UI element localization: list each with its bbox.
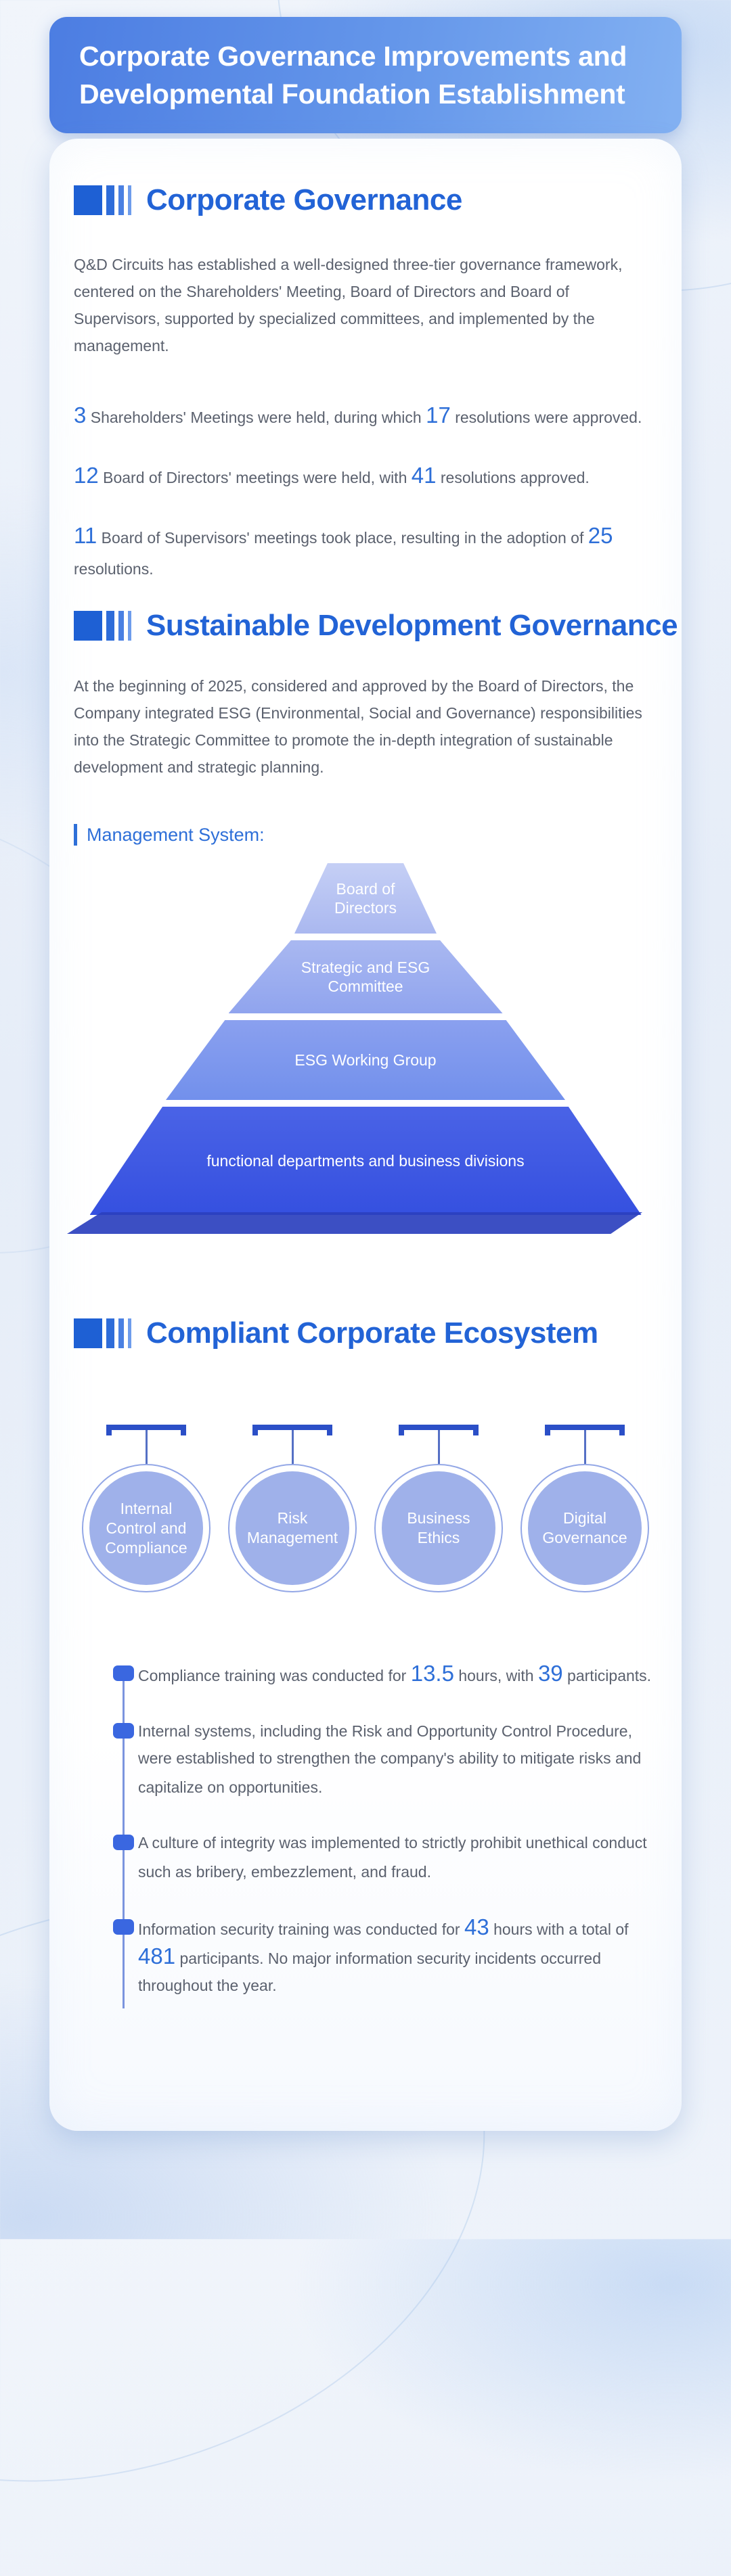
circle-ring: Digital Governance [520,1464,649,1592]
timeline-number: 481 [138,1944,176,1969]
hanger-line [145,1430,148,1464]
pyramid-tier-strategic-esg-committee: Strategic and ESG Committee [228,940,503,1013]
circle-digital-governance: Digital Governance [520,1425,649,1592]
timeline-marker [113,1723,134,1739]
stat-number: 17 [426,402,451,428]
timeline-item-culture-of-integrity: A culture of integrity was implemented t… [74,1829,657,1885]
circle-business-ethics: Business Ethics [374,1425,503,1592]
circle-ring: Internal Control and Compliance [82,1464,211,1592]
stat-number: 25 [588,523,613,548]
compliance-timeline: Compliance training was conducted for 13… [74,1660,657,2008]
content-card: Corporate Governance Q&D Circuits has es… [49,139,682,2131]
section-title: Sustainable Development Governance [146,609,678,642]
hanger-line [583,1430,586,1464]
timeline-item-internal-systems: Internal systems, including the Risk and… [74,1718,657,1801]
sustainable-intro-paragraph: At the beginning of 2025, considered and… [74,677,642,776]
stat-number: 11 [74,523,97,548]
stat-number: 12 [74,463,99,488]
governance-intro-paragraph: Q&D Circuits has established a well-desi… [74,256,623,354]
timeline-item-compliance-training: Compliance training was conducted for 13… [74,1660,657,1689]
hanger-bar [399,1425,479,1435]
section-title: Compliant Corporate Ecosystem [146,1316,598,1350]
board-of-directors-stat: 12 Board of Directors' meetings were hel… [74,460,657,493]
circle-label: Business Ethics [382,1471,495,1585]
pyramid-tier-board-of-directors: Board of Directors [294,863,437,934]
board-of-supervisors-stat: 11 Board of Supervisors' meetings took p… [74,520,657,584]
section-heading-sustainable-development: Sustainable Development Governance [74,609,678,643]
pyramid-tier-functional-departments: functional departments and business divi… [89,1107,642,1215]
shareholders-meetings-stat: 3 Shareholders' Meetings were held, duri… [74,400,657,433]
circle-label: Internal Control and Compliance [89,1471,203,1585]
section-heading-compliant-ecosystem: Compliant Corporate Ecosystem [74,1316,657,1350]
ecosystem-circles-row: Internal Control and Compliance Risk Man… [74,1425,657,1592]
stat-text: Shareholders' Meetings were held, during… [86,409,426,426]
timeline-marker [113,1665,134,1681]
timeline-number: 43 [464,1914,489,1939]
esg-governance-pyramid: Board of Directors Strategic and ESG Com… [67,863,657,1234]
hanger-bar [106,1425,186,1435]
stat-text: resolutions approved. [436,469,590,486]
page-header-banner: Corporate Governance Improvements and De… [49,17,682,133]
heading-bars-icon [74,185,131,215]
stat-text: Board of Directors' meetings were held, … [98,469,412,486]
timeline-number: 13.5 [410,1661,454,1686]
circle-risk-management: Risk Management [228,1425,357,1592]
label-accent-bar [74,824,77,846]
stat-number: 3 [74,402,87,428]
timeline-item-information-security: Information security training was conduc… [74,1914,657,1999]
section-heading-corporate-governance: Corporate Governance [74,183,657,217]
hanger-bar [545,1425,625,1435]
stat-text: resolutions were approved. [450,409,642,426]
circle-ring: Business Ethics [374,1464,503,1592]
pyramid-base-shadow [67,1212,642,1234]
heading-bars-icon [74,1318,131,1348]
timeline-number: 39 [537,1661,563,1686]
circle-ring: Risk Management [228,1464,357,1592]
stat-number: 41 [411,463,437,488]
section-title: Corporate Governance [146,183,462,216]
hanger-line [291,1430,294,1464]
hanger-line [437,1430,440,1464]
pyramid-tier-esg-working-group: ESG Working Group [166,1020,565,1100]
page-title-line-1: Corporate Governance Improvements and [79,41,627,72]
circle-label: Risk Management [236,1471,349,1585]
page-title-line-2: Developmental Foundation Establishment [79,78,625,110]
hanger-bar [252,1425,332,1435]
stat-text: resolutions. [74,560,154,578]
circle-internal-control-compliance: Internal Control and Compliance [82,1425,211,1592]
heading-bars-icon [74,611,131,641]
management-system-label: Management System: [74,824,657,846]
timeline-marker [113,1919,134,1935]
timeline-marker [113,1835,134,1850]
stat-text: Board of Supervisors' meetings took plac… [97,529,588,547]
circle-label: Digital Governance [528,1471,642,1585]
